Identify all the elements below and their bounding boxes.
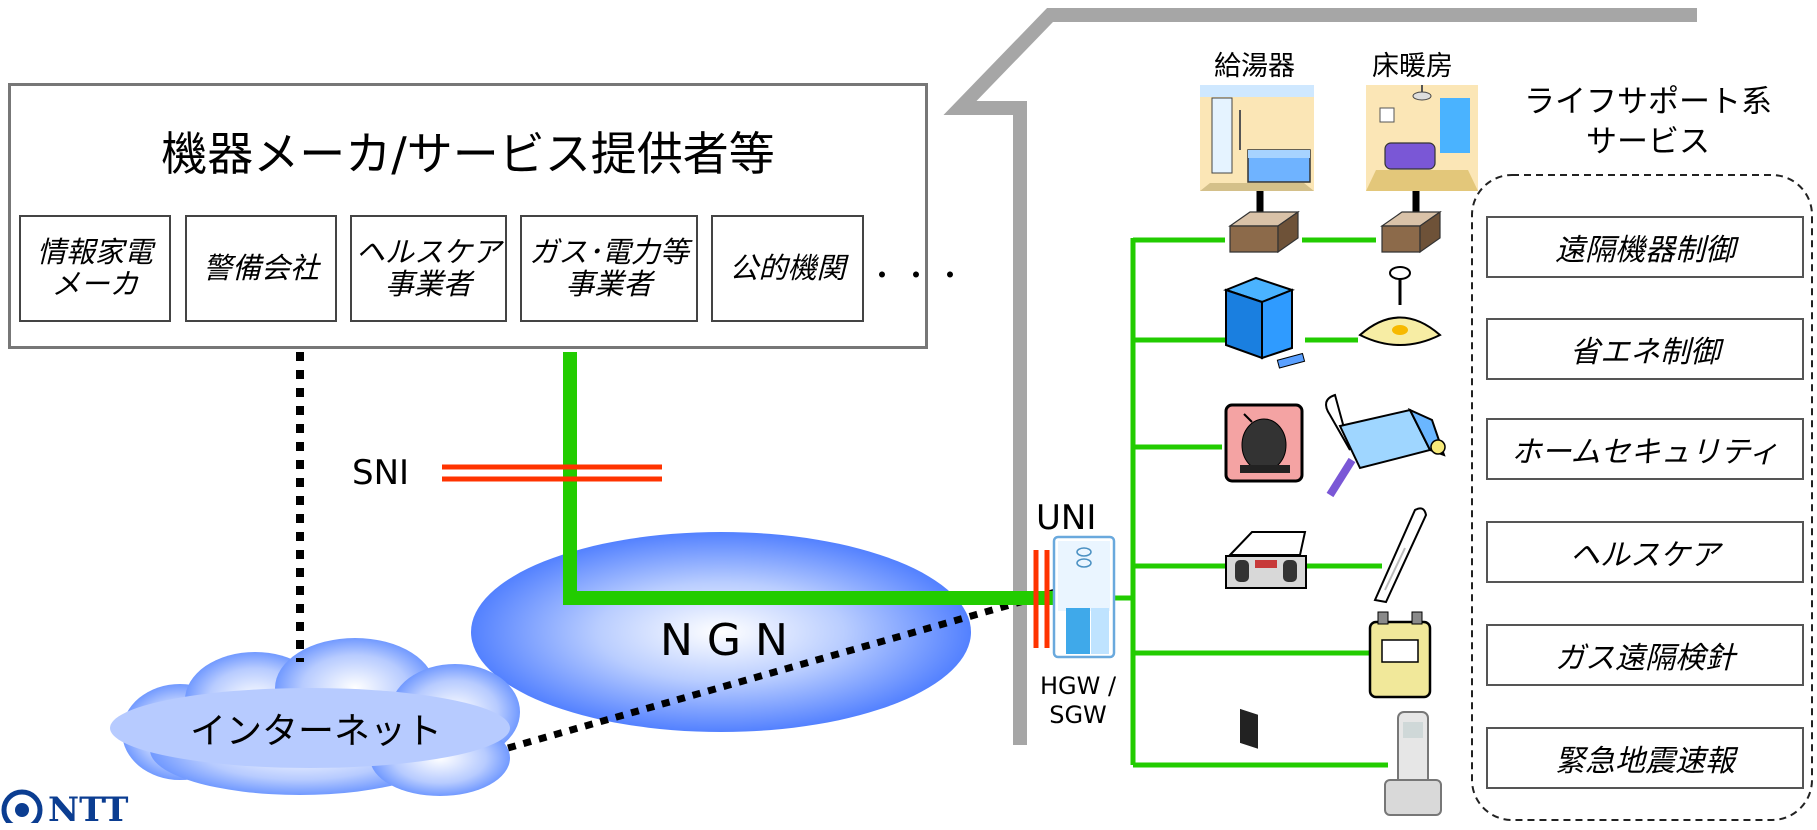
service-remote-control: 遠隔機器制御 (1486, 216, 1804, 278)
home-network-bus (1113, 237, 1388, 768)
phone-image (1384, 711, 1442, 816)
house-outline (943, 8, 1697, 745)
service-gas-meter: ガス遠隔検針 (1486, 624, 1804, 686)
services-title: ライフサポート系 サービス (1524, 84, 1772, 161)
service-earthquake-alert: 緊急地震速報 (1486, 727, 1804, 789)
ngn-link (563, 352, 1085, 605)
health-monitor-image (1225, 531, 1307, 589)
ngn-cloud (471, 532, 971, 732)
hgw-device (1052, 535, 1116, 659)
sni-label: SNI (352, 453, 410, 493)
thermometer-image (1373, 507, 1428, 604)
uni-marker (1033, 550, 1050, 648)
internet-cloud (110, 638, 520, 796)
ntt-logo-mark (1, 789, 43, 823)
internet-hgw-dotted-link (507, 581, 1081, 752)
provider-item-appliance-maker: 情報家電 メーカ (19, 215, 171, 322)
hgw-label: HGW / SGW (1039, 672, 1117, 729)
controller-box-2 (1380, 210, 1442, 254)
provider-item-healthcare: ヘルスケア 事業者 (350, 215, 507, 322)
water-heater-label: 給湯器 (1214, 51, 1295, 82)
alarm-bell-image (1224, 403, 1304, 483)
gas-meter-image (1368, 611, 1432, 699)
service-energy-saving: 省エネ制御 (1486, 318, 1804, 380)
service-home-security: ホームセキュリティ (1486, 418, 1804, 480)
internet-label: インターネット (190, 711, 443, 752)
tv-image (1223, 276, 1306, 749)
ntt-logo-text: NTT (48, 790, 129, 830)
floor-heating-image (1256, 85, 1478, 214)
water-heater-image (1200, 85, 1314, 191)
provider-item-public-agency: 公的機関 (711, 215, 864, 322)
controller-box-1 (1228, 210, 1300, 254)
ceiling-lamp-image (1358, 266, 1442, 346)
provider-item-security-company: 警備会社 (185, 215, 337, 322)
service-healthcare: ヘルスケア (1486, 521, 1804, 583)
sni-marker (442, 464, 662, 482)
ngn-label: NGN (660, 615, 802, 666)
provider-ellipsis: ・・・ (868, 259, 971, 292)
provider-title: 機器メーカ/サービス提供者等 (161, 127, 775, 181)
provider-item-gas-power: ガス･電力等 事業者 (520, 215, 698, 322)
services-frame (1471, 174, 1813, 821)
floor-heating-label: 床暖房 (1372, 51, 1453, 82)
uni-label: UNI (1036, 498, 1097, 538)
security-camera-image (1325, 393, 1446, 498)
